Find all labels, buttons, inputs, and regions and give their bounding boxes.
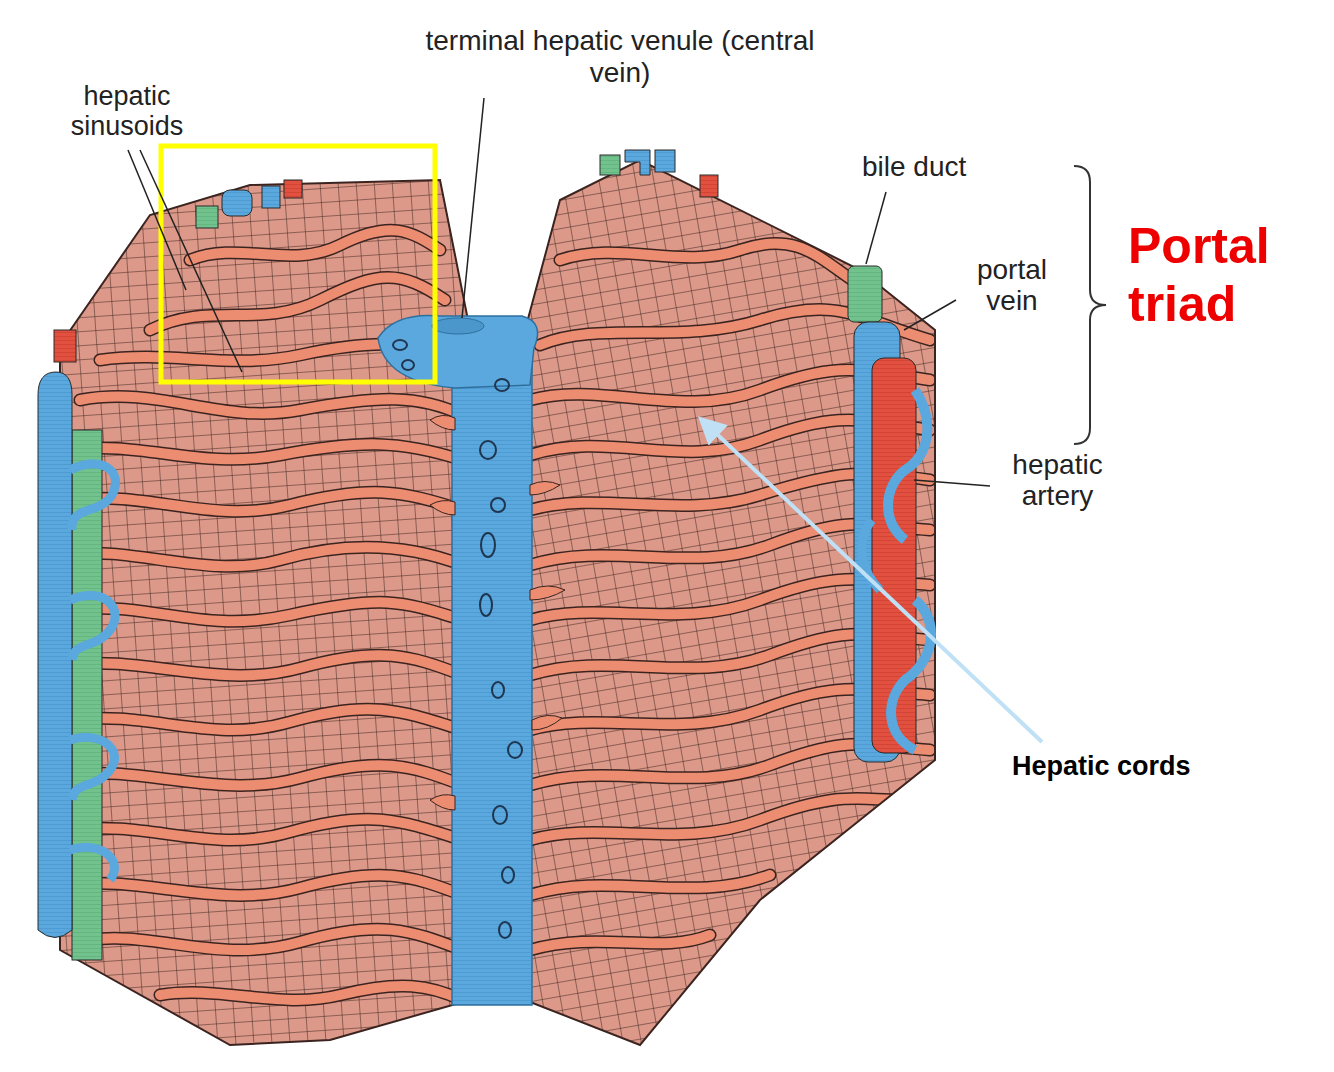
top-vessels (54, 150, 718, 362)
lobule-left-outline (60, 180, 470, 1045)
lobule-right-outline (525, 160, 935, 1045)
right-portal-triad (848, 266, 931, 762)
lobule-left-face (40, 170, 480, 1060)
part-label: hepatic artery (995, 450, 1120, 512)
part-label: portal vein (962, 255, 1062, 317)
part-label: bile duct (862, 152, 1042, 183)
part-label: terminal hepatic venule (central vein) (405, 25, 835, 89)
part-label: Hepatic cords (1012, 752, 1252, 782)
central-vein (378, 315, 565, 1005)
bracket (1074, 166, 1106, 444)
part-label: hepatic sinusoids (52, 82, 202, 141)
leader-lines (128, 98, 990, 486)
lobule-right-face (510, 150, 950, 1060)
highlight-box (161, 146, 435, 382)
pointer-arrow (702, 420, 1042, 742)
group-label: Portal triad (1128, 218, 1303, 333)
left-portal-triad (38, 372, 116, 960)
